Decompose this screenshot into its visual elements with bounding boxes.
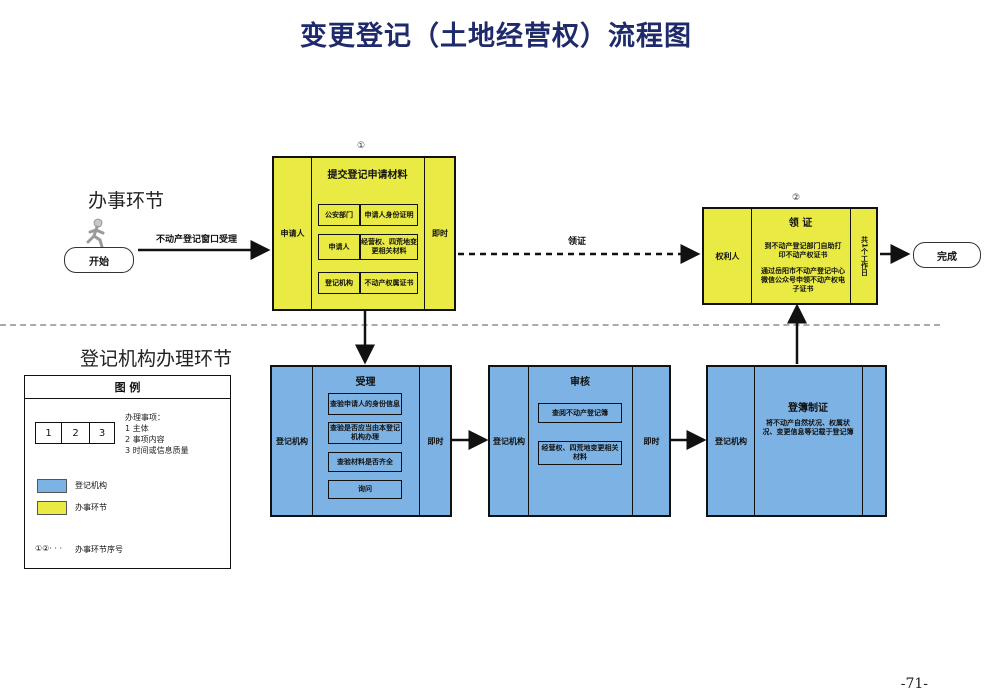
step1-row1-material: 申请人身份证明 (360, 204, 418, 226)
proc-review-item1: 查阅不动产登记簿 (538, 403, 622, 423)
page-title: 变更登记（土地经营权）流程图 (300, 21, 692, 52)
step2-number: ② (792, 193, 801, 203)
section-divider (0, 324, 940, 326)
start-node: 开始 (64, 247, 134, 273)
runner-icon (86, 218, 105, 248)
step2-box: 权利人 共1个工作日 领 证 到不动产登记部门自助打印不动产权证书 通过岳阳市不… (702, 207, 878, 305)
proc-accept-time: 即时 (427, 436, 444, 446)
finish-node: 完成 (913, 242, 981, 268)
legend-yellow-label: 办事环节 (75, 503, 107, 512)
legend-panel: 图 例 1 2 3 办理事项： 1 主体 2 事项内容 3 时间或信息质量 登记… (24, 375, 231, 569)
step1-row3-party: 登记机构 (318, 272, 360, 294)
step1-row2-party: 申请人 (318, 234, 360, 260)
legend-items: 办理事项： 1 主体 2 事项内容 3 时间或信息质量 (125, 412, 189, 456)
proc-accept-box: 登记机构 即时 受理 查验申请人的身份信息 查验是否应当由本登记机构办理 查验材… (270, 365, 452, 517)
proc-register-text: 将不动产自然状况、权属状况、变更信息等记载于登记簿 (762, 419, 854, 436)
step2-text2: 通过岳阳市不动产登记中心微信公众号申领不动产权电子证书 (761, 267, 845, 293)
proc-accept-header: 受理 (355, 377, 376, 388)
proc-accept-item2: 查验是否应当由本登记机构办理 (328, 422, 402, 444)
legend-seq-symbol: ①②· · · (35, 544, 63, 553)
section-label-applicant: 办事环节 (88, 190, 165, 212)
legend-item-2: 2 事项内容 (125, 435, 165, 444)
legend-cell-2: 2 (62, 423, 90, 443)
legend-item-1: 1 主体 (125, 424, 149, 433)
page-number: -71- (900, 676, 928, 692)
legend-items-title: 办理事项： (125, 413, 165, 422)
section-label-registry: 登记机构办理环节 (80, 348, 233, 370)
legend-yellow-swatch (37, 501, 67, 515)
proc-review-header: 审核 (570, 377, 590, 388)
legend-title: 图 例 (25, 376, 230, 399)
step1-role: 申请人 (280, 229, 305, 238)
proc-register-box: 登记机构 登簿制证 将不动产自然状况、权属状况、变更信息等记载于登记簿 (706, 365, 887, 517)
proc-review-time: 即时 (643, 436, 660, 446)
step1-box: 申请人 即时 提交登记申请材料 公安部门 申请人身份证明 申请人 经营权、四荒地… (272, 156, 456, 311)
proc-register-header: 登簿制证 (788, 403, 828, 414)
proc-review-box: 登记机构 即时 审核 查阅不动产登记簿 经营权、四荒地变更相关材料 (488, 365, 671, 517)
legend-item-3: 3 时间或信息质量 (125, 446, 189, 455)
legend-cell-1: 1 (36, 423, 62, 443)
step1-row3-material: 不动产权属证书 (360, 272, 418, 294)
legend-cell-3: 3 (98, 427, 106, 439)
collect-arrow-label: 领证 (568, 237, 587, 247)
step1-number: ① (357, 141, 366, 151)
start-arrow-label: 不动产登记窗口受理 (156, 235, 238, 245)
step1-time: 即时 (432, 229, 448, 238)
proc-accept-item1: 查验申请人的身份信息 (328, 393, 402, 415)
step2-time: 共1个工作日 (860, 236, 869, 276)
proc-register-role: 登记机构 (715, 436, 747, 446)
step2-text1: 到不动产登记部门自助打印不动产权证书 (764, 242, 842, 259)
proc-accept-role: 登记机构 (276, 436, 308, 446)
legend-cells: 1 2 3 (35, 422, 115, 444)
proc-accept-item3: 查验材料是否齐全 (328, 452, 402, 472)
step2-header: 领 证 (788, 218, 813, 229)
step2-role: 权利人 (715, 251, 740, 261)
legend-seq-label: 办事环节序号 (75, 545, 123, 554)
step1-row1-party: 公安部门 (318, 204, 360, 226)
legend-blue-swatch (37, 479, 67, 493)
step1-header: 提交登记申请材料 (327, 170, 408, 181)
proc-accept-item4: 询问 (328, 480, 402, 499)
legend-blue-label: 登记机构 (75, 481, 107, 490)
proc-review-item2: 经营权、四荒地变更相关材料 (538, 441, 622, 465)
proc-review-role: 登记机构 (493, 436, 525, 446)
step1-row2-material: 经营权、四荒地变更相关材料 (360, 234, 418, 260)
